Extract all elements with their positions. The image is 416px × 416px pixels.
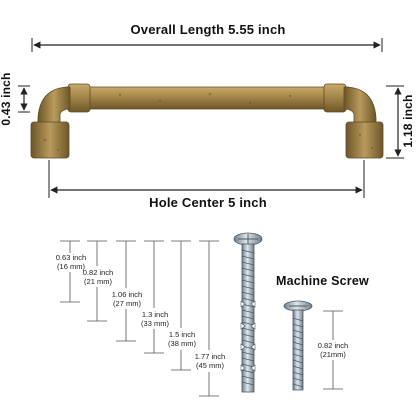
machine-screw-title: Machine Screw bbox=[276, 274, 369, 288]
handle-illustration bbox=[30, 83, 384, 159]
thickness-label: 0.43 inch bbox=[0, 72, 13, 126]
height-dimension-line bbox=[386, 85, 404, 159]
machine-screw-length-label: 0.82 inch(21mm) bbox=[317, 341, 349, 359]
screw-length-label-38mm: 1.5 inch(38 mm) bbox=[168, 330, 196, 348]
screw-length-label-33mm: 1.3 inch(33 mm) bbox=[141, 310, 169, 328]
machine-screw-illustration bbox=[283, 300, 313, 391]
breakaway-screw-illustration bbox=[233, 232, 263, 393]
overall-length-label: Overall Length 5.55 inch bbox=[130, 22, 286, 37]
overall-length-dimension-line bbox=[31, 38, 383, 52]
screw-length-label-21mm: 0.82 inch(21 mm) bbox=[82, 268, 114, 286]
hole-center-label: Hole Center 5 inch bbox=[149, 195, 267, 210]
screw-length-label-16mm: 0.63 inch(16 mm) bbox=[55, 253, 87, 271]
height-label: 1.18 inch bbox=[401, 94, 415, 148]
screw-length-label-45mm: 1.77 inch(45 mm) bbox=[194, 352, 226, 370]
screw-length-brackets bbox=[60, 240, 343, 397]
screw-length-label-27mm: 1.06 inch(27 mm) bbox=[111, 290, 143, 308]
hole-center-dimension-line bbox=[48, 160, 365, 198]
thickness-dimension-line bbox=[18, 85, 30, 113]
